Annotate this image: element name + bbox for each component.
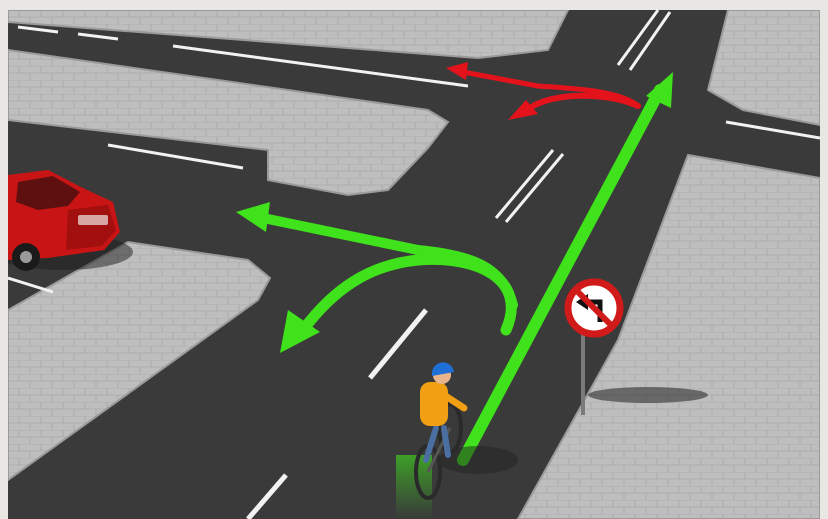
cyclist-jacket	[420, 382, 448, 426]
intersection-scene	[8, 10, 820, 519]
trail	[396, 455, 432, 519]
illustration-frame	[8, 10, 820, 519]
